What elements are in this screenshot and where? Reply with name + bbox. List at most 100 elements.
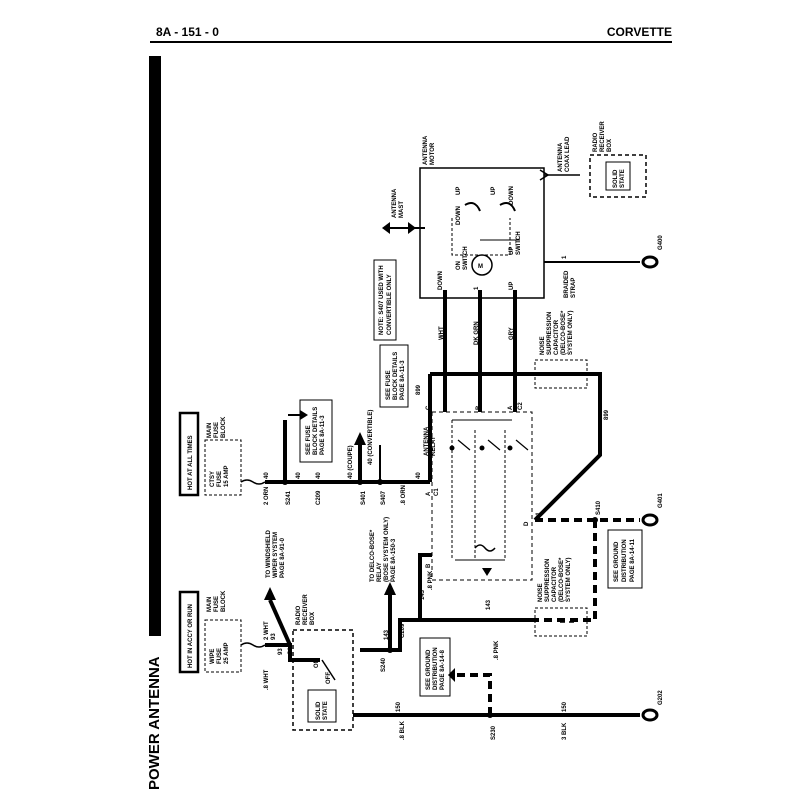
radio-receiver-box-bottom: SOLID STATE RADIO RECEIVER BOX OFF ON (292, 594, 354, 731)
svg-text:SWITCH: SWITCH (516, 231, 522, 255)
svg-text:PAGE 8A-11-3: PAGE 8A-11-3 (400, 360, 406, 400)
page-id: 8A - 151 - 0 (156, 25, 219, 39)
svg-text:S401: S401 (361, 490, 367, 505)
svg-text:ANTENNA: ANTENNA (392, 188, 398, 218)
svg-text:TO DELCO-BOSE*: TO DELCO-BOSE* (370, 529, 376, 582)
svg-text:143: 143 (420, 589, 426, 600)
svg-text:B: B (426, 563, 432, 568)
svg-text:RECEIVER: RECEIVER (600, 121, 606, 152)
svg-text:RECEIVER: RECEIVER (303, 594, 309, 625)
ground-g401 (641, 513, 659, 527)
svg-text:1: 1 (562, 255, 568, 259)
svg-text:SYSTEM ONLY): SYSTEM ONLY) (568, 311, 574, 355)
svg-text:.8 BLK: .8 BLK (400, 720, 406, 740)
svg-text:(DELCO-BOSE*: (DELCO-BOSE* (559, 557, 565, 602)
svg-text:.8 PNK: .8 PNK (494, 640, 500, 660)
svg-text:DISTRIBUTION: DISTRIBUTION (622, 539, 628, 582)
antenna-mast: ANTENNA MAST (382, 188, 425, 234)
hot-accy-run-box: HOT IN ACCY OR RUN (178, 590, 200, 674)
svg-text:MOTOR: MOTOR (430, 142, 436, 165)
svg-text:HOT IN ACCY OR RUN: HOT IN ACCY OR RUN (188, 604, 194, 668)
svg-text:FUSE: FUSE (217, 471, 223, 487)
svg-text:S230: S230 (491, 725, 497, 740)
svg-text:BLOCK DETAILS: BLOCK DETAILS (393, 352, 399, 400)
svg-text:15 AMP: 15 AMP (224, 466, 230, 487)
fuse-details-box-2: SEE FUSE BLOCK DETAILS PAGE 8A-11-3 (379, 344, 409, 408)
svg-text:HOT AT ALL TIMES: HOT AT ALL TIMES (188, 435, 194, 490)
svg-text:NOTE: S407 USED WITH: NOTE: S407 USED WITH (379, 265, 385, 335)
svg-text:UP: UP (509, 282, 515, 290)
svg-text:G202: G202 (658, 690, 664, 705)
svg-text:ANTENNA: ANTENNA (423, 135, 429, 165)
svg-text:C1: C1 (434, 488, 440, 496)
svg-text:143: 143 (486, 599, 492, 610)
svg-text:PAGE 8A-14-11: PAGE 8A-14-11 (630, 538, 636, 582)
svg-text:CTSY: CTSY (210, 471, 216, 487)
svg-text:RADIO: RADIO (296, 605, 302, 625)
svg-text:UP: UP (509, 247, 515, 255)
svg-text:SEE GROUND: SEE GROUND (426, 649, 432, 690)
svg-text:40: 40 (296, 472, 302, 479)
svg-text:S410: S410 (596, 500, 602, 515)
svg-text:40: 40 (416, 472, 422, 479)
ground-dist-box-2: SEE GROUND DISTRIBUTION PAGE 8A-14-11 (607, 529, 643, 589)
svg-text:40: 40 (316, 472, 322, 479)
antenna-motor: ANTENNA MOTOR M DOWN 1 UP ON SWITCH UP S… (419, 135, 545, 299)
svg-text:SYSTEM ONLY): SYSTEM ONLY) (566, 558, 572, 602)
svg-text:FUSE: FUSE (217, 648, 223, 664)
svg-text:SOLID: SOLID (316, 701, 322, 720)
to-delco-bose: TO DELCO-BOSE* RELAY (BOSE SYSTEM ONLY) … (370, 517, 397, 582)
svg-text:FUSE: FUSE (214, 422, 220, 438)
svg-text:899: 899 (416, 384, 422, 395)
svg-text:TO WINDSHIELD: TO WINDSHIELD (266, 529, 272, 578)
svg-text:C209: C209 (316, 490, 322, 505)
svg-text:(DELCO-BOSE*: (DELCO-BOSE* (561, 310, 567, 355)
svg-text:150: 150 (396, 701, 402, 712)
svg-text:G401: G401 (658, 493, 664, 508)
svg-text:SEE FUSE: SEE FUSE (386, 370, 392, 400)
svg-text:3 BLK: 3 BLK (562, 722, 568, 740)
svg-text:PAGE 8A-91-0: PAGE 8A-91-0 (280, 537, 286, 578)
svg-text:2 WHT: 2 WHT (264, 621, 270, 640)
svg-text:SOLID: SOLID (613, 169, 619, 188)
svg-text:PAGE 8A-150-3: PAGE 8A-150-3 (391, 538, 397, 582)
svg-text:UP: UP (456, 187, 462, 195)
svg-text:RADIO: RADIO (593, 132, 599, 152)
hot-all-times-box: HOT AT ALL TIMES (178, 411, 200, 497)
svg-text:SUPPRESSION: SUPPRESSION (545, 559, 551, 602)
svg-text:BLOCK DETAILS: BLOCK DETAILS (313, 407, 319, 455)
svg-text:143: 143 (384, 629, 390, 640)
ctsy-fuse: CTSY FUSE 15 AMP MAIN FUSE BLOCK (204, 416, 266, 496)
svg-text:NOISE: NOISE (540, 336, 546, 355)
svg-text:S407: S407 (381, 490, 387, 505)
svg-text:STRAP: STRAP (571, 278, 577, 298)
svg-text:WHT: WHT (439, 326, 445, 340)
svg-text:UP: UP (491, 187, 497, 195)
svg-text:WIPER SYSTEM: WIPER SYSTEM (273, 532, 279, 578)
svg-text:A: A (426, 491, 432, 496)
svg-text:RELAY: RELAY (431, 436, 437, 456)
svg-text:DK GRN: DK GRN (474, 321, 480, 345)
svg-text:BRAIDED: BRAIDED (564, 270, 570, 298)
svg-text:GRY: GRY (509, 327, 515, 340)
svg-text:PAGE 8A-11-3: PAGE 8A-11-3 (320, 415, 326, 455)
noise-capacitor-upper: NOISE SUPPRESSION CAPACITOR (DELCO-BOSE*… (534, 310, 588, 389)
noise-capacitor-lower: NOISE SUPPRESSION CAPACITOR (DELCO-BOSE*… (534, 557, 588, 637)
svg-text:S241: S241 (286, 490, 292, 505)
vehicle-name: CORVETTE (606, 25, 672, 39)
side-bar (149, 56, 161, 636)
svg-text:SEE GROUND: SEE GROUND (614, 541, 620, 582)
svg-text:150: 150 (562, 701, 568, 712)
svg-text:2 ORN: 2 ORN (264, 487, 270, 505)
svg-text:STATE: STATE (620, 169, 626, 188)
svg-text:C1: C1 (288, 647, 294, 655)
svg-text:899: 899 (604, 409, 610, 420)
svg-text:D: D (524, 521, 530, 526)
svg-text:RELAY: RELAY (377, 562, 383, 582)
svg-text:40 (COUPE): 40 (COUPE) (348, 445, 354, 479)
svg-text:NOISE: NOISE (538, 583, 544, 602)
svg-text:C209: C209 (400, 623, 406, 638)
svg-text:.8 ORN: .8 ORN (401, 485, 407, 505)
svg-text:DOWN: DOWN (438, 271, 444, 290)
